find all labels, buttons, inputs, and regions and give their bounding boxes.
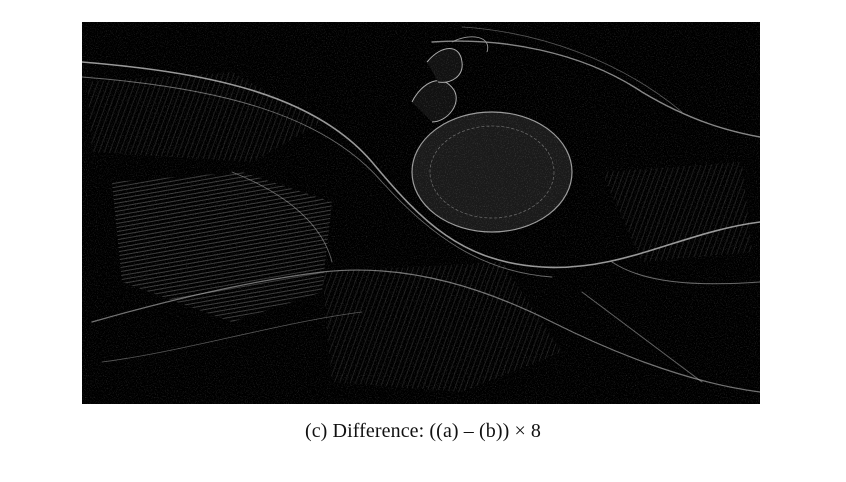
difference-image — [82, 22, 760, 404]
figure-caption: (c) Difference: ((a) – (b)) × 8 — [304, 420, 542, 442]
difference-image-icon — [82, 22, 760, 404]
